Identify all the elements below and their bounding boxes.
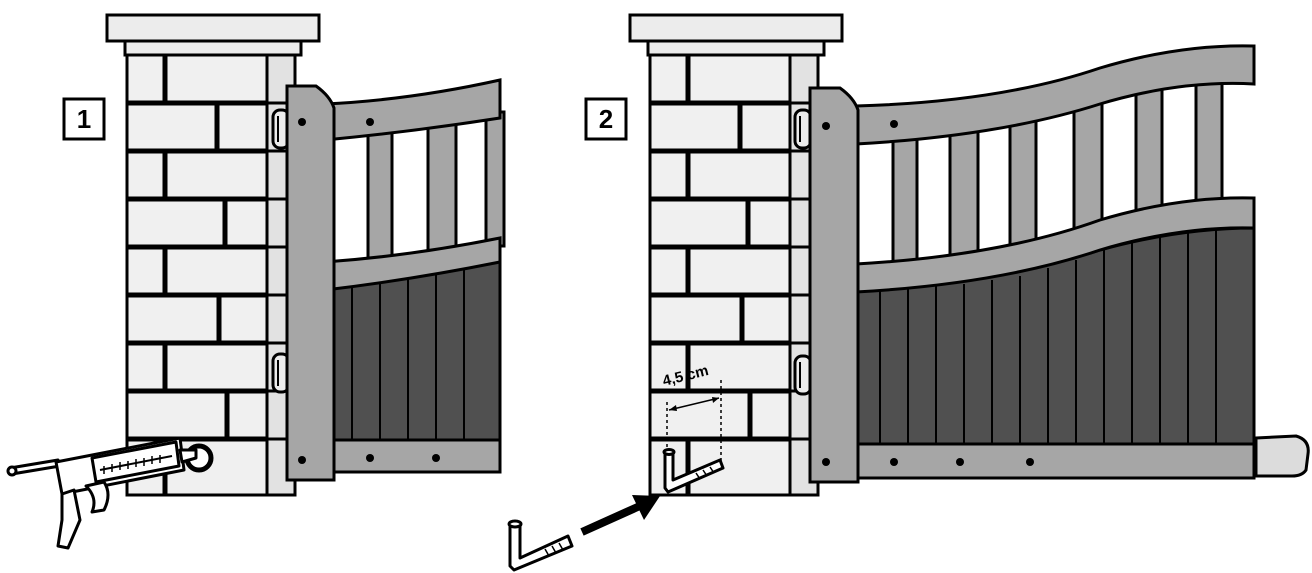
step-1-illustration: 1	[6, 15, 506, 550]
gate-2	[854, 44, 1310, 480]
gate-stop	[1254, 434, 1310, 478]
hinge-pin-installed	[662, 448, 725, 494]
arrow-right-icon	[580, 495, 660, 536]
step-2-illustration: 4,5 cm 2	[507, 15, 1310, 572]
hinge-pin-icon	[507, 519, 574, 572]
caulking-gun-icon	[6, 436, 198, 550]
step-2-number: 2	[599, 104, 613, 134]
step-1-badge: 1	[62, 97, 106, 141]
step-1-number: 1	[77, 104, 91, 134]
gate-1	[323, 78, 506, 474]
step-2-badge: 2	[584, 97, 628, 141]
